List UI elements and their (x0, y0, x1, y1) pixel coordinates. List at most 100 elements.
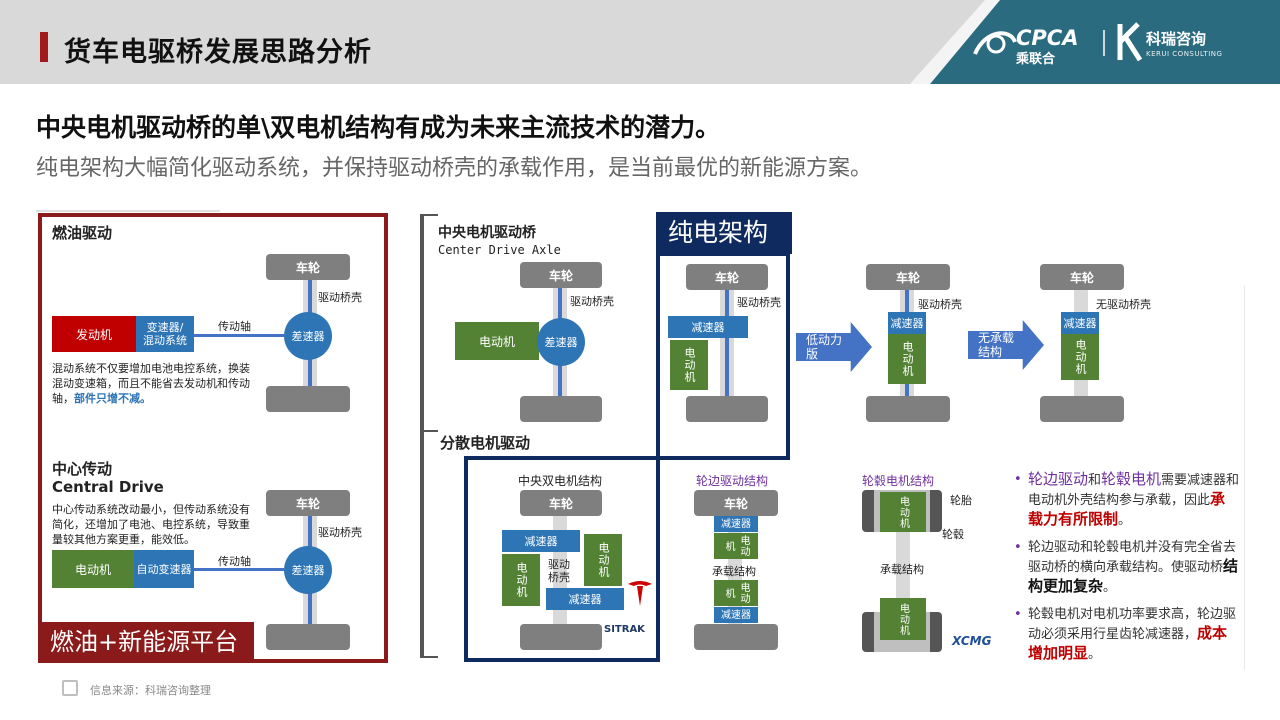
dual-title: 中央双电机结构 (518, 474, 603, 488)
central-motor-box: 电动机 (52, 550, 134, 588)
no-load-arrow: 无承载 结构 (968, 320, 1044, 370)
ws-reducer-bottom: 减速器 (714, 607, 758, 623)
hub-motor-bottom: 电动机 (880, 598, 926, 640)
central-drive-title-en: Central Drive (52, 478, 164, 496)
hub-tire-label: 轮胎 (950, 494, 972, 507)
central-differential: 差速器 (284, 546, 332, 594)
dual-reducer-bottom: 减速器 (546, 588, 624, 610)
bullet-1: • 轮边驱动和轮毂电机需要减速器和电动机外壳结构参与承载，因此承载力有所限制。 (1014, 470, 1240, 528)
nl-motor: 电动机 (1061, 334, 1099, 380)
central-axle-label: 驱动桥壳 (318, 526, 362, 539)
pev-axle-label: 驱动桥壳 (737, 296, 781, 309)
cpca-logo-sub: 乘联合 (1016, 52, 1056, 67)
central-drive-title: 中心传动 (52, 460, 113, 478)
engine-box: 发动机 (52, 316, 136, 352)
fuel-differential: 差速器 (284, 312, 332, 360)
bullet-3: • 轮毂电机对电机功率要求高，轮边驱动必须采用行星齿轮减速器，成本增加明显。 (1014, 607, 1237, 662)
sitrak-logo: SITRAK (604, 624, 645, 635)
cpca-logo: CPCA (1016, 26, 1079, 50)
dual-reducer-top: 减速器 (502, 530, 580, 552)
fuel-platform-frame (38, 213, 388, 663)
bullet-area-rule (1244, 286, 1245, 670)
central-note: 中心传动系统改动最小，但传动系统没有简化，还增加了电池、电控系统，导致重量较其他… (52, 503, 250, 546)
distributed-title: 分散电机驱动 (440, 434, 531, 452)
lp-axle-label: 驱动桥壳 (918, 298, 962, 311)
hub-struct-label: 承载结构 (880, 563, 924, 576)
cda-differential: 差速器 (537, 318, 585, 366)
central-shaft-label: 传动轴 (218, 555, 251, 568)
cda-axle-label: 驱动桥壳 (570, 295, 614, 308)
pev-wheel-bottom (686, 396, 768, 422)
dual-wheel-bottom (520, 624, 602, 650)
bullet-list: • 轮边驱动和轮毂电机需要减速器和电动机外壳结构参与承载，因此承载力有所限制。 … (1014, 470, 1240, 664)
low-power-arrow: 低动力 版 (796, 322, 872, 372)
cda-motor-box: 电动机 (455, 322, 539, 360)
pure-ev-frame (656, 252, 790, 460)
cda-wheel-top: 车轮 (520, 262, 602, 288)
nl-wheel-top: 车轮 (1040, 264, 1124, 290)
fuel-note: 混动系统不仅要增加电池电控系统，换装混动变速箱，而且不能省去发动机和传动轴，部件… (52, 362, 250, 405)
fuel-shaft-label: 传动轴 (218, 320, 251, 333)
hub-motor-top: 电动机 (880, 492, 926, 532)
ws-reducer-top: 减速器 (714, 516, 758, 532)
ws-wheel-top: 车轮 (694, 490, 778, 516)
fuel-drive-title: 燃油驱动 (52, 224, 113, 242)
nl-wheel-bottom (1040, 396, 1124, 422)
lp-wheel-top: 车轮 (866, 264, 950, 290)
source-note: 信息来源：科瑞咨询整理 (90, 684, 211, 697)
dual-axle-label: 驱动 桥壳 (548, 558, 570, 584)
pure-ev-label: 纯电架构 (656, 212, 792, 254)
hub-label: 轮毂 (942, 528, 964, 541)
ws-struct-label: 承载结构 (712, 565, 756, 578)
central-wheel-bottom (266, 624, 350, 650)
central-wheel-top: 车轮 (266, 490, 350, 516)
pev-reducer: 减速器 (668, 316, 748, 338)
fuel-platform-label: 燃油+新能源平台 (40, 622, 254, 662)
bracket-bottom (420, 656, 438, 658)
kerui-logo-cn: 科瑞咨询 (1146, 30, 1207, 48)
hub-struct-housing (896, 520, 910, 610)
auto-gearbox-box: 自动变速器 (134, 550, 194, 588)
pev-axle-shaft (725, 286, 729, 398)
ws-motor-top: 电动机 (714, 533, 758, 559)
dual-motor-left: 电动机 (502, 554, 540, 606)
wheel-side-title: 轮边驱动结构 (696, 474, 769, 488)
center-drive-title-en: Center Drive Axle (438, 243, 561, 257)
fuel-axle-label: 驱动桥壳 (318, 291, 362, 304)
lp-motor: 电动机 (888, 334, 926, 384)
fuel-drive-shaft (194, 334, 284, 337)
lp-reducer: 减速器 (888, 312, 926, 334)
hub-motor-title: 轮毂电机结构 (862, 474, 935, 488)
headline: 中央电机驱动桥的单\双电机结构有成为未来主流技术的潜力。 (36, 113, 721, 142)
xcmg-logo: XCMG (952, 634, 992, 648)
kerui-logo-en: KERUI CONSULTING (1146, 50, 1223, 58)
bullet-2: • 轮边驱动和轮毂电机并没有完全省去驱动桥的横向承载结构。使驱动桥结构更加复杂。 (1014, 540, 1239, 595)
pev-motor: 电动机 (670, 340, 708, 390)
dual-wheel-top: 车轮 (520, 490, 602, 516)
bracket-line-lower (420, 430, 424, 658)
nl-axle-label: 无驱动桥壳 (1096, 298, 1151, 311)
title-accent-bar (40, 32, 48, 62)
cda-wheel-bottom (520, 396, 602, 422)
ws-wheel-bottom (694, 624, 778, 650)
bracket-middle (420, 430, 438, 432)
tesla-logo (626, 578, 654, 612)
dual-motor-frame (464, 456, 660, 662)
nl-reducer: 减速器 (1061, 312, 1099, 334)
lp-wheel-bottom (866, 396, 950, 422)
gearbox-box: 变速器/ 混动系统 (136, 316, 194, 352)
bracket-line-upper (420, 214, 424, 430)
ws-motor-bottom: 电动机 (714, 580, 758, 606)
dual-motor-right: 电动机 (584, 534, 622, 586)
bracket-top (420, 214, 438, 216)
subheadline: 纯电架构大幅简化驱动系统，并保持驱动桥壳的承载作用，是当前最优的新能源方案。 (36, 156, 873, 181)
central-drive-shaft (194, 568, 284, 571)
page-title: 货车电驱桥发展思路分析 (64, 37, 372, 68)
header-logo-background (910, 0, 1280, 84)
calendar-icon (62, 680, 78, 696)
pev-wheel-top: 车轮 (686, 264, 768, 290)
panel-top-rule (36, 210, 220, 212)
fuel-wheel-top: 车轮 (266, 254, 350, 280)
center-drive-title: 中央电机驱动桥 (438, 225, 536, 241)
fuel-wheel-bottom (266, 386, 350, 412)
